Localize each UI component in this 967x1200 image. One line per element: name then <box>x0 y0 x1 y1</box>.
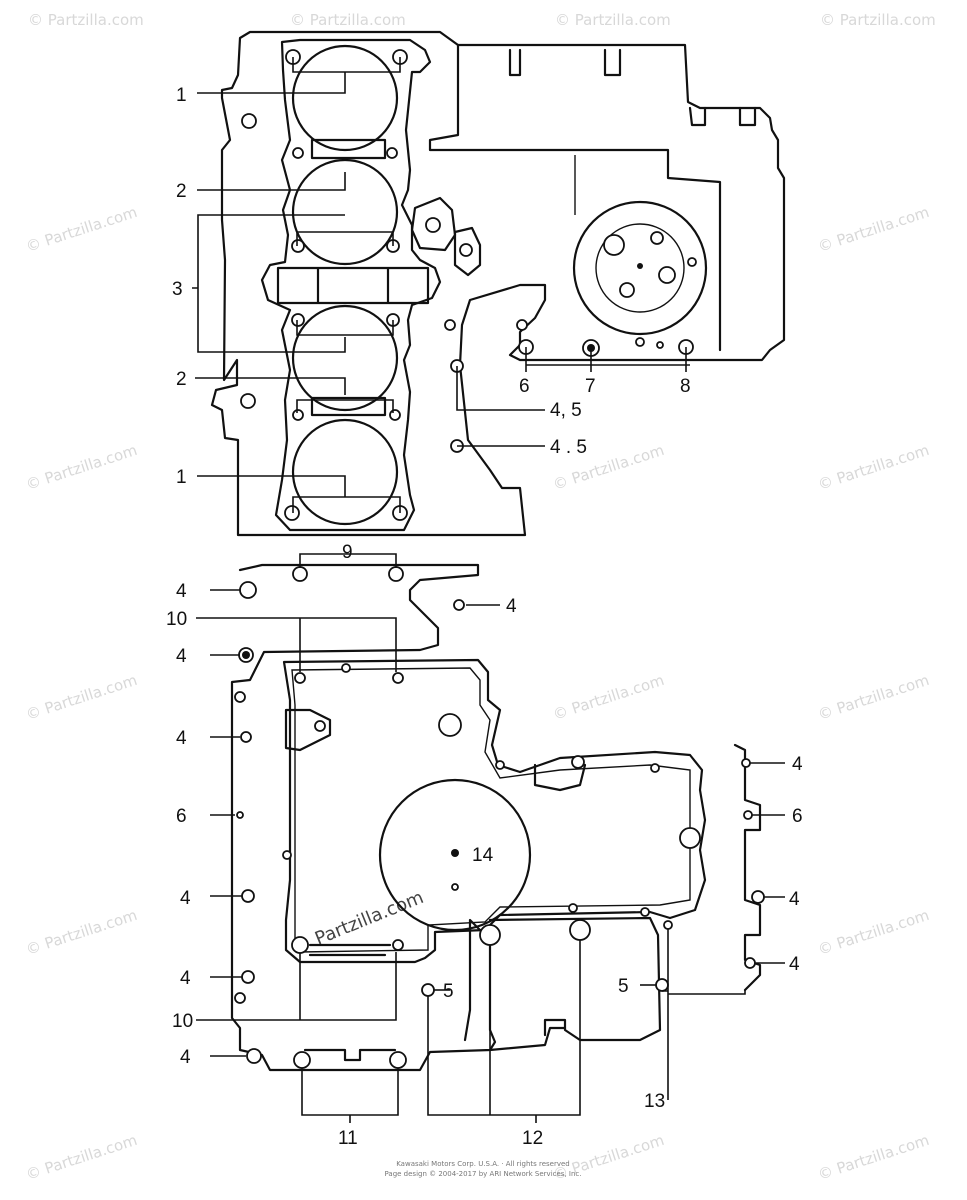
callout-4: 4 <box>180 1047 191 1068</box>
callout-6: 6 <box>792 806 803 827</box>
watermark-inline: Partzilla.com <box>312 887 427 950</box>
callout-4: 4 <box>792 754 803 775</box>
callout-4: 4 <box>506 596 517 617</box>
watermark: © Partzilla.com <box>816 441 932 494</box>
upper-crankcase <box>210 30 786 537</box>
watermark: © Partzilla.com <box>24 906 140 959</box>
callout-10: 10 <box>166 609 187 630</box>
watermark: © Partzilla.com <box>290 11 406 29</box>
watermark: © Partzilla.com <box>820 11 936 29</box>
callout-4: 4 <box>789 954 800 975</box>
watermark: © Partzilla.com <box>816 203 932 256</box>
callout-4: 4 <box>180 968 191 989</box>
callout-4-5: 4 . 5 <box>550 437 587 458</box>
lower-crankcase <box>230 563 765 1072</box>
watermark: © Partzilla.com <box>24 441 140 494</box>
callout-2: 2 <box>176 181 187 202</box>
callout-6: 6 <box>176 806 187 827</box>
watermark: © Partzilla.com <box>24 671 140 724</box>
callout-labels: 1 2 3 2 1 6 7 8 4, 5 4 . 5 9 4 4 10 4 4 … <box>166 85 803 1149</box>
callout-4-5: 4, 5 <box>550 400 582 421</box>
callout-6: 6 <box>519 376 530 397</box>
copyright-line: Kawasaki Motors Corp. U.S.A. · All right… <box>396 1160 570 1168</box>
callout-7: 7 <box>585 376 596 397</box>
footer: Kawasaki Motors Corp. U.S.A. · All right… <box>385 1160 582 1178</box>
callout-4: 4 <box>176 728 187 749</box>
callout-13: 13 <box>644 1091 665 1112</box>
callout-4: 4 <box>176 581 187 602</box>
leader-lines-bottom <box>196 553 785 1123</box>
callout-1: 1 <box>176 85 187 106</box>
watermark: © Partzilla.com <box>555 11 671 29</box>
leader-lines-top <box>192 57 690 513</box>
callout-8: 8 <box>680 376 691 397</box>
callout-9: 9 <box>342 542 353 563</box>
callout-2: 2 <box>176 369 187 390</box>
callout-10: 10 <box>172 1011 193 1032</box>
callout-4: 4 <box>789 889 800 910</box>
watermark: © Partzilla.com <box>551 671 667 724</box>
watermark: © Partzilla.com <box>816 1131 932 1184</box>
callout-14: 14 <box>472 845 494 866</box>
watermark: © Partzilla.com <box>24 203 140 256</box>
callout-4: 4 <box>180 888 191 909</box>
copyright-line: Page design © 2004-2017 by ARI Network S… <box>385 1170 582 1178</box>
watermark: © Partzilla.com <box>816 906 932 959</box>
callout-4: 4 <box>176 646 187 667</box>
callout-5: 5 <box>618 976 629 997</box>
watermark: © Partzilla.com <box>816 671 932 724</box>
callout-3: 3 <box>172 279 183 300</box>
callout-5: 5 <box>443 981 454 1002</box>
callout-1: 1 <box>176 467 187 488</box>
watermark: © Partzilla.com <box>24 1131 140 1184</box>
callout-11: 11 <box>338 1128 358 1149</box>
callout-12: 12 <box>522 1128 543 1149</box>
watermarks: © Partzilla.com © Partzilla.com © Partzi… <box>24 11 936 1184</box>
watermark: © Partzilla.com <box>28 11 144 29</box>
